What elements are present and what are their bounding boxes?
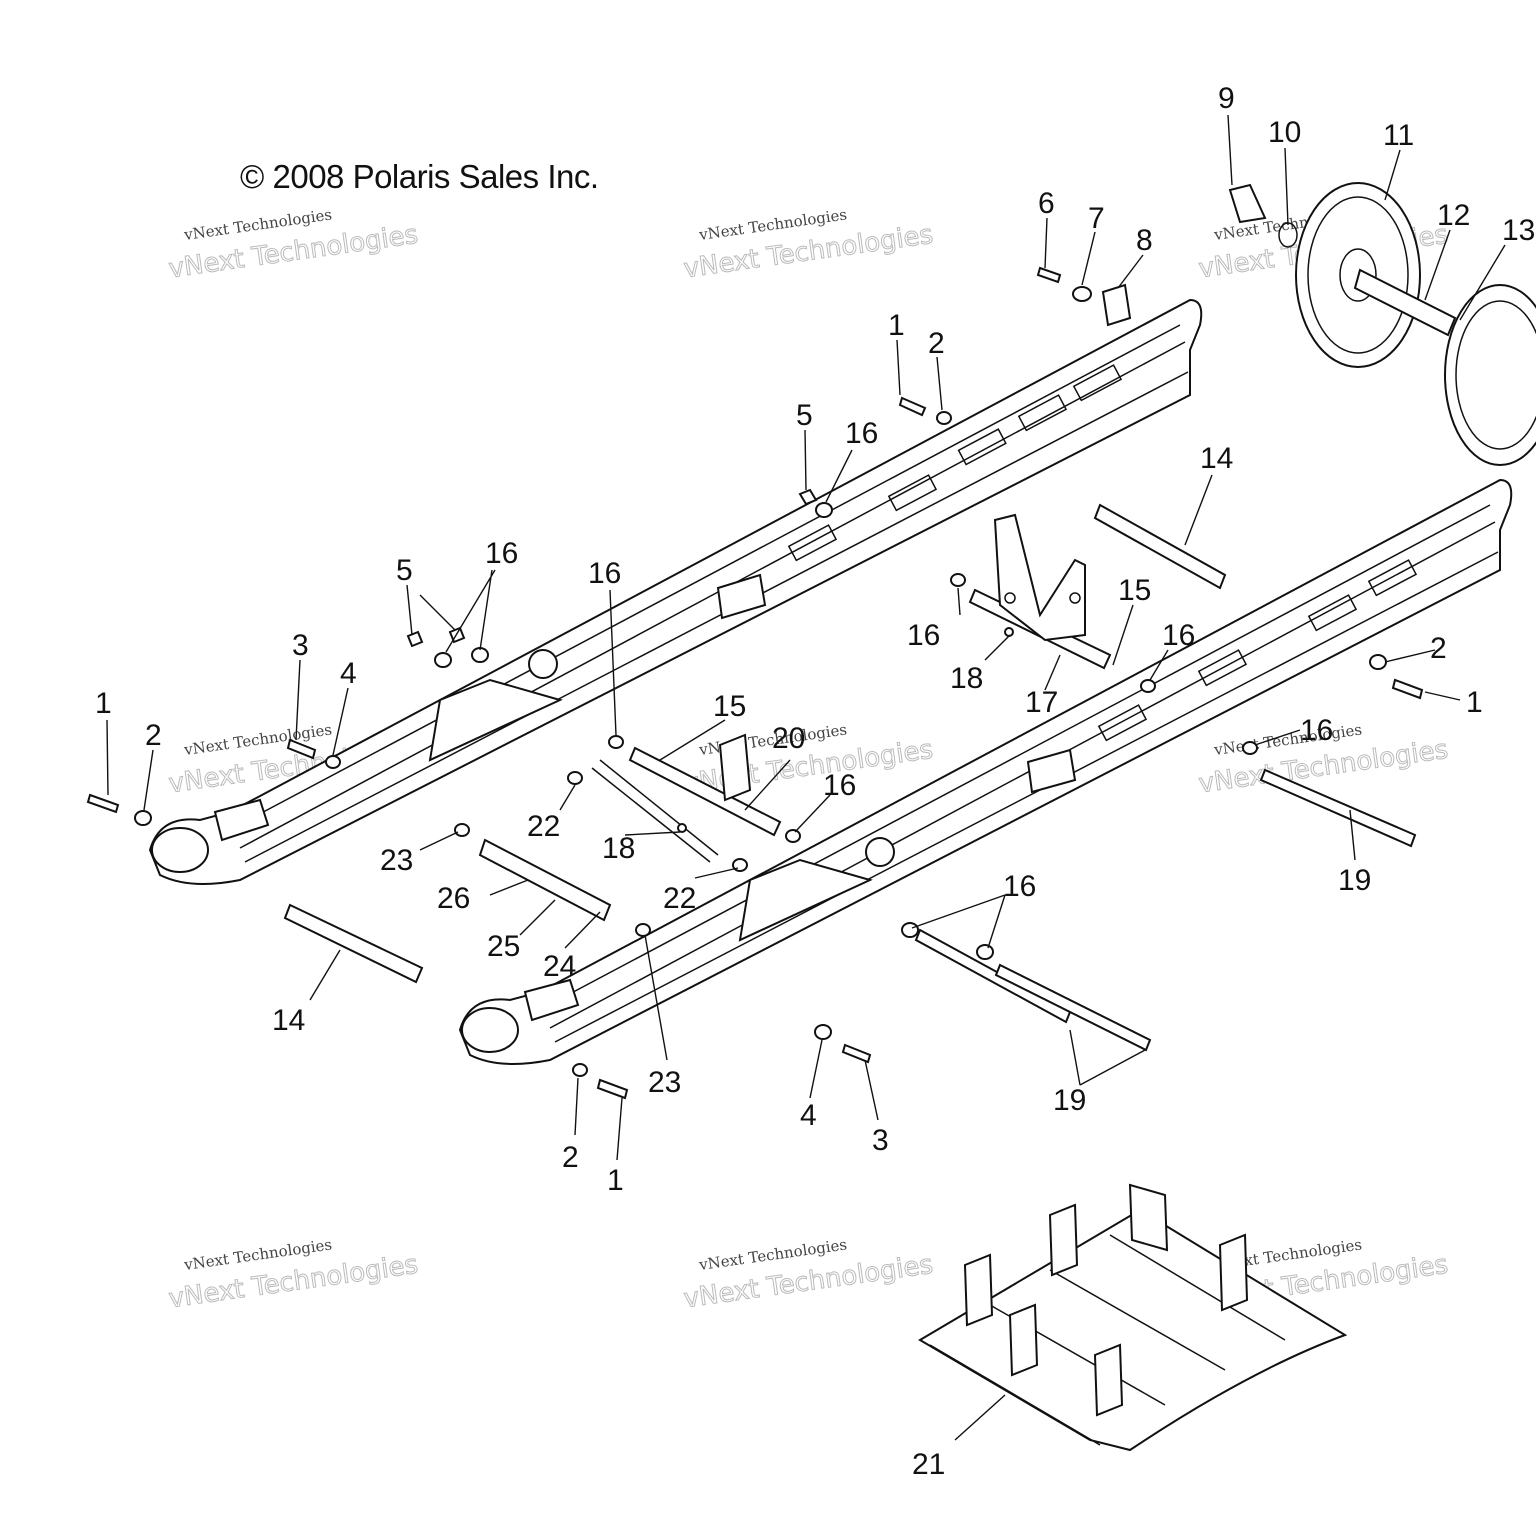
callout-13: 13 bbox=[1502, 214, 1535, 247]
callout-1: 1 bbox=[1466, 686, 1483, 719]
callout-9: 9 bbox=[1218, 82, 1235, 115]
rail-left bbox=[148, 298, 1203, 885]
callout-4: 4 bbox=[340, 657, 357, 690]
callout-1: 1 bbox=[607, 1164, 624, 1197]
callout-1: 1 bbox=[888, 309, 905, 342]
callout-5: 5 bbox=[796, 399, 813, 432]
callout-16: 16 bbox=[1162, 619, 1195, 652]
callout-25: 25 bbox=[487, 930, 520, 963]
callout-2: 2 bbox=[562, 1141, 579, 1174]
scissor-arm bbox=[993, 513, 1086, 642]
callout-3: 3 bbox=[292, 629, 309, 662]
callout-23: 23 bbox=[380, 844, 413, 877]
callout-5: 5 bbox=[396, 554, 413, 587]
callout-18: 18 bbox=[950, 662, 983, 695]
callout-2: 2 bbox=[145, 719, 162, 752]
callout-15: 15 bbox=[713, 690, 746, 723]
copyright-notice: © 2008 Polaris Sales Inc. bbox=[240, 158, 599, 195]
callout-15: 15 bbox=[1118, 574, 1151, 607]
callout-16: 16 bbox=[485, 537, 518, 570]
callout-16: 16 bbox=[823, 769, 856, 802]
callout-23: 23 bbox=[648, 1066, 681, 1099]
callout-22: 22 bbox=[663, 882, 696, 915]
callout-14: 14 bbox=[272, 1004, 305, 1037]
callout-26: 26 bbox=[437, 882, 470, 915]
callout-2: 2 bbox=[928, 327, 945, 360]
callout-21: 21 bbox=[912, 1448, 945, 1481]
callout-8: 8 bbox=[1136, 224, 1153, 257]
callout-7: 7 bbox=[1088, 202, 1105, 235]
callout-20: 20 bbox=[772, 722, 805, 755]
callout-3: 3 bbox=[872, 1124, 889, 1157]
idler-wheels bbox=[1228, 182, 1536, 466]
callout-16: 16 bbox=[1003, 870, 1036, 903]
callout-18: 18 bbox=[602, 832, 635, 865]
callout-19: 19 bbox=[1053, 1084, 1086, 1117]
callout-10: 10 bbox=[1268, 116, 1301, 149]
callout-12: 12 bbox=[1437, 199, 1470, 232]
hardware bbox=[86, 266, 1424, 1100]
callout-17: 17 bbox=[1025, 686, 1058, 719]
callout-19: 19 bbox=[1338, 864, 1371, 897]
callout-14: 14 bbox=[1200, 442, 1233, 475]
callout-6: 6 bbox=[1038, 187, 1055, 220]
callout-16: 16 bbox=[907, 619, 940, 652]
callout-16: 16 bbox=[1300, 714, 1333, 747]
callout-4: 4 bbox=[800, 1099, 817, 1132]
callout-labels: 1 2 3 4 5 16 16 5 16 1 2 6 7 8 9 10 11 1… bbox=[95, 82, 1535, 1481]
leader-lines bbox=[106, 114, 1506, 1441]
callout-22: 22 bbox=[527, 810, 560, 843]
callout-16: 16 bbox=[588, 557, 621, 590]
callout-16: 16 bbox=[845, 417, 878, 450]
callout-2: 2 bbox=[1430, 632, 1447, 665]
cross-shafts bbox=[283, 503, 1417, 1052]
rail-right bbox=[458, 478, 1513, 1065]
callout-24: 24 bbox=[543, 950, 576, 983]
callout-11: 11 bbox=[1383, 119, 1414, 152]
track bbox=[918, 1183, 1348, 1452]
callout-1: 1 bbox=[95, 687, 112, 720]
